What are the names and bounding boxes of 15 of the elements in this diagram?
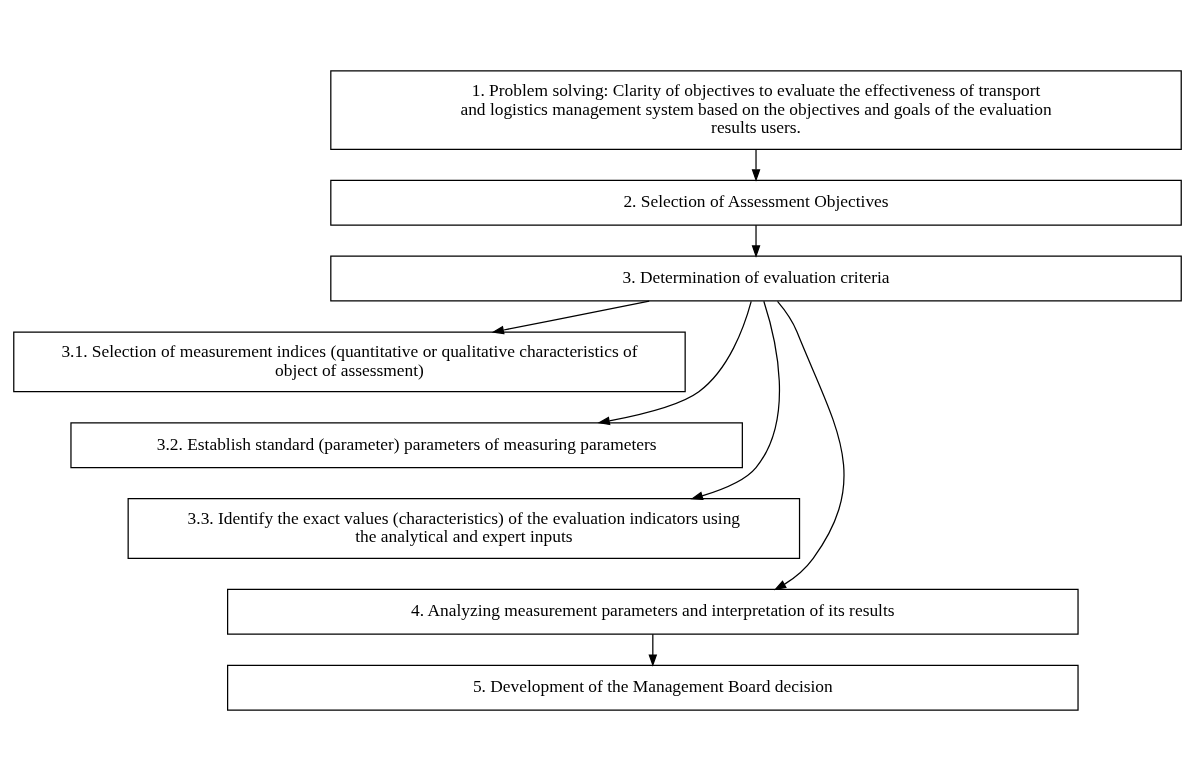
arrow [751, 224, 761, 258]
node-box: 4. Analyzing measurement parameters and interpretation of its results [227, 588, 1079, 635]
node-box: 3.2. Establish standard (parameter) parameters of measuring parameters [70, 421, 743, 468]
node-box: 3. Determination of evaluation criteria [330, 255, 1182, 302]
arrow [690, 300, 780, 500]
node-box: 1. Problem solving: Clarity of objectives to evaluate the effectiveness of transport and logistics management system based on the objectives and goals of the evaluation results users. [330, 69, 1182, 150]
node-box: 3.3. Identify the exact values (characteristics) of the evaluation indicators using the analytical and expert inputs [127, 497, 801, 559]
arrow [751, 148, 761, 182]
arrow [597, 300, 752, 425]
arrow [491, 299, 650, 334]
arrow [648, 633, 658, 667]
arrow [773, 300, 845, 590]
node-box: 5. Development of the Management Board decision [227, 664, 1079, 711]
node-box: 3.1. Selection of measurement indices (quantitative or qualitative characteristics of object of assessment) [13, 330, 686, 392]
node-box: 2. Selection of Assessment Objectives [330, 179, 1182, 226]
